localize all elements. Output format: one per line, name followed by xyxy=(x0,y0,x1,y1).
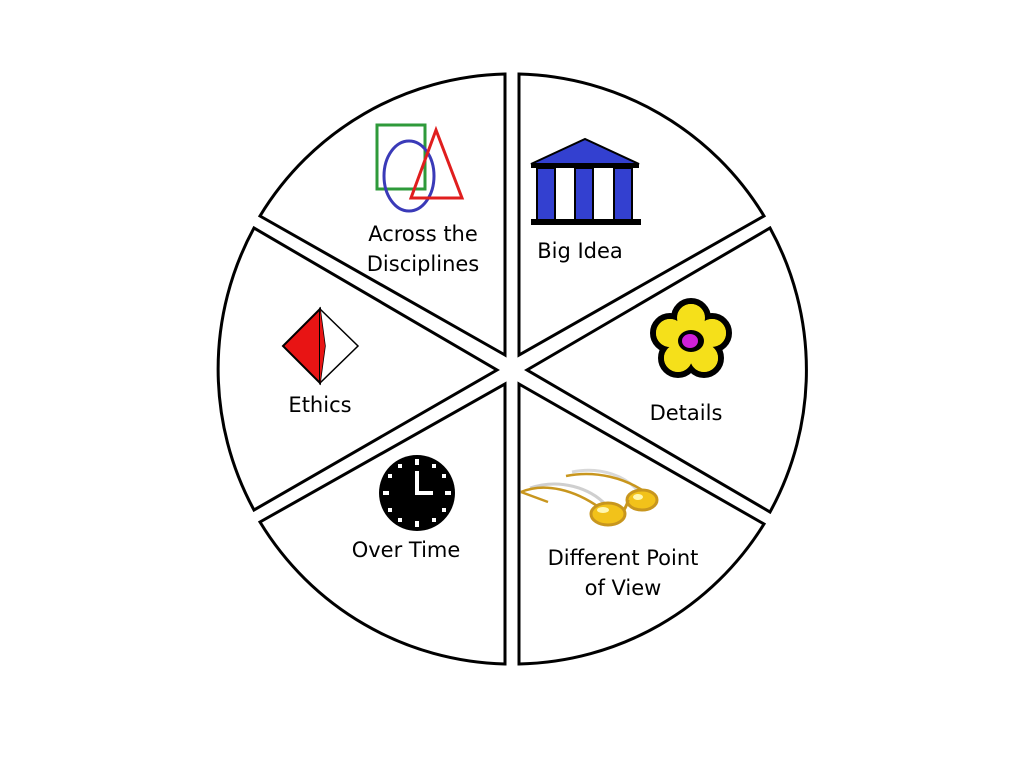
segment-across-the-disciplines xyxy=(257,72,507,358)
shapes-icon xyxy=(375,123,465,213)
columns-building-icon xyxy=(530,137,641,225)
segment-over-time xyxy=(257,381,507,666)
segment-different-point-of-view xyxy=(517,381,767,666)
segment-ethics xyxy=(216,225,500,513)
label-ethics: Ethics xyxy=(288,393,352,417)
clock-icon xyxy=(379,455,455,531)
label-big-idea: Big Idea xyxy=(537,239,623,263)
split-diamond-icon xyxy=(281,306,360,386)
label-details: Details xyxy=(649,401,723,425)
flower-icon xyxy=(650,298,732,378)
eyeglasses-icon xyxy=(520,468,659,527)
label-different-point-of-view: Different Point of View xyxy=(547,546,699,600)
label-across-the-disciplines: Across the Disciplines xyxy=(366,222,480,276)
label-over-time: Over Time xyxy=(351,538,461,562)
triangle-shape xyxy=(408,125,465,200)
ellipse-shape xyxy=(382,139,436,213)
